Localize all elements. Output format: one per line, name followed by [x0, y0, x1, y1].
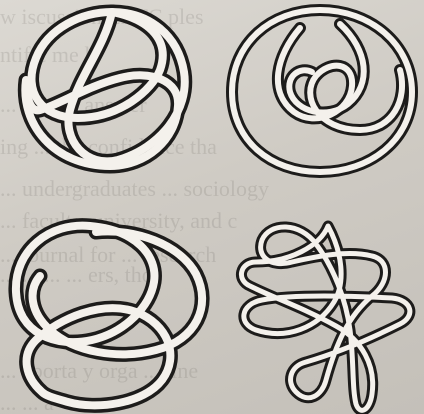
five-point-star-knot — [241, 226, 409, 410]
three-lobe-knot — [16, 226, 202, 406]
trefoil-knot — [25, 12, 184, 166]
figure-eight-knot — [232, 10, 412, 172]
